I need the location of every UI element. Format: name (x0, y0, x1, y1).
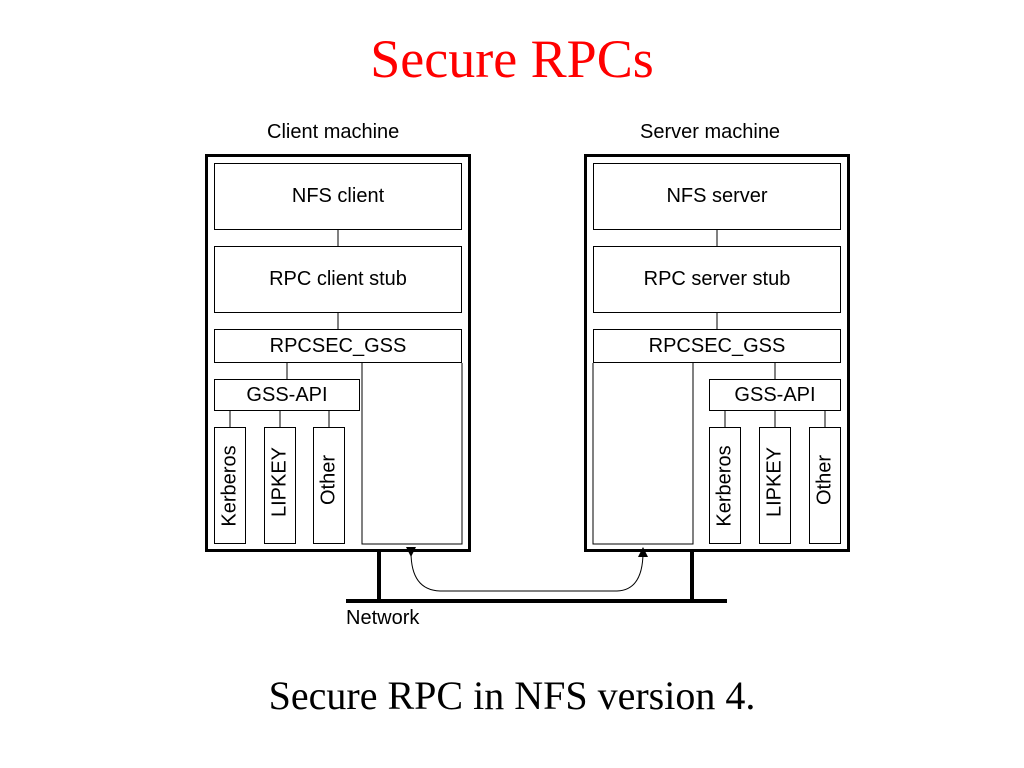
server-rpcsec-panel (592, 363, 694, 545)
server-other-box (809, 427, 841, 544)
client-kerberos-box (214, 427, 246, 544)
server-machine-label: Server machine (640, 121, 781, 143)
slide-title: Secure RPCs (370, 29, 654, 89)
rpc-message-path (405, 546, 648, 592)
slide-caption: Secure RPC in NFS version 4. (268, 673, 756, 718)
client-lipkey-box (264, 427, 296, 544)
client-machine-label: Client machine (267, 121, 400, 143)
server-rpcsec-box: RPCSEC_GSS (593, 329, 841, 363)
server-gssapi-box: GSS-API (709, 379, 841, 411)
client-rpcsec-box: RPCSEC_GSS (214, 329, 462, 363)
client-nfs-box: NFS client (214, 163, 462, 230)
server-stub-box: RPC server stub (593, 246, 841, 313)
client-rpcsec-panel (361, 363, 463, 545)
client-gssapi-box: GSS-API (214, 379, 360, 411)
client-stub-box: RPC client stub (214, 246, 462, 313)
client-other-box (313, 427, 345, 544)
network-label: Network (346, 607, 420, 629)
server-lipkey-box (759, 427, 791, 544)
server-nfs-box: NFS server (593, 163, 841, 230)
server-kerberos-box (709, 427, 741, 544)
